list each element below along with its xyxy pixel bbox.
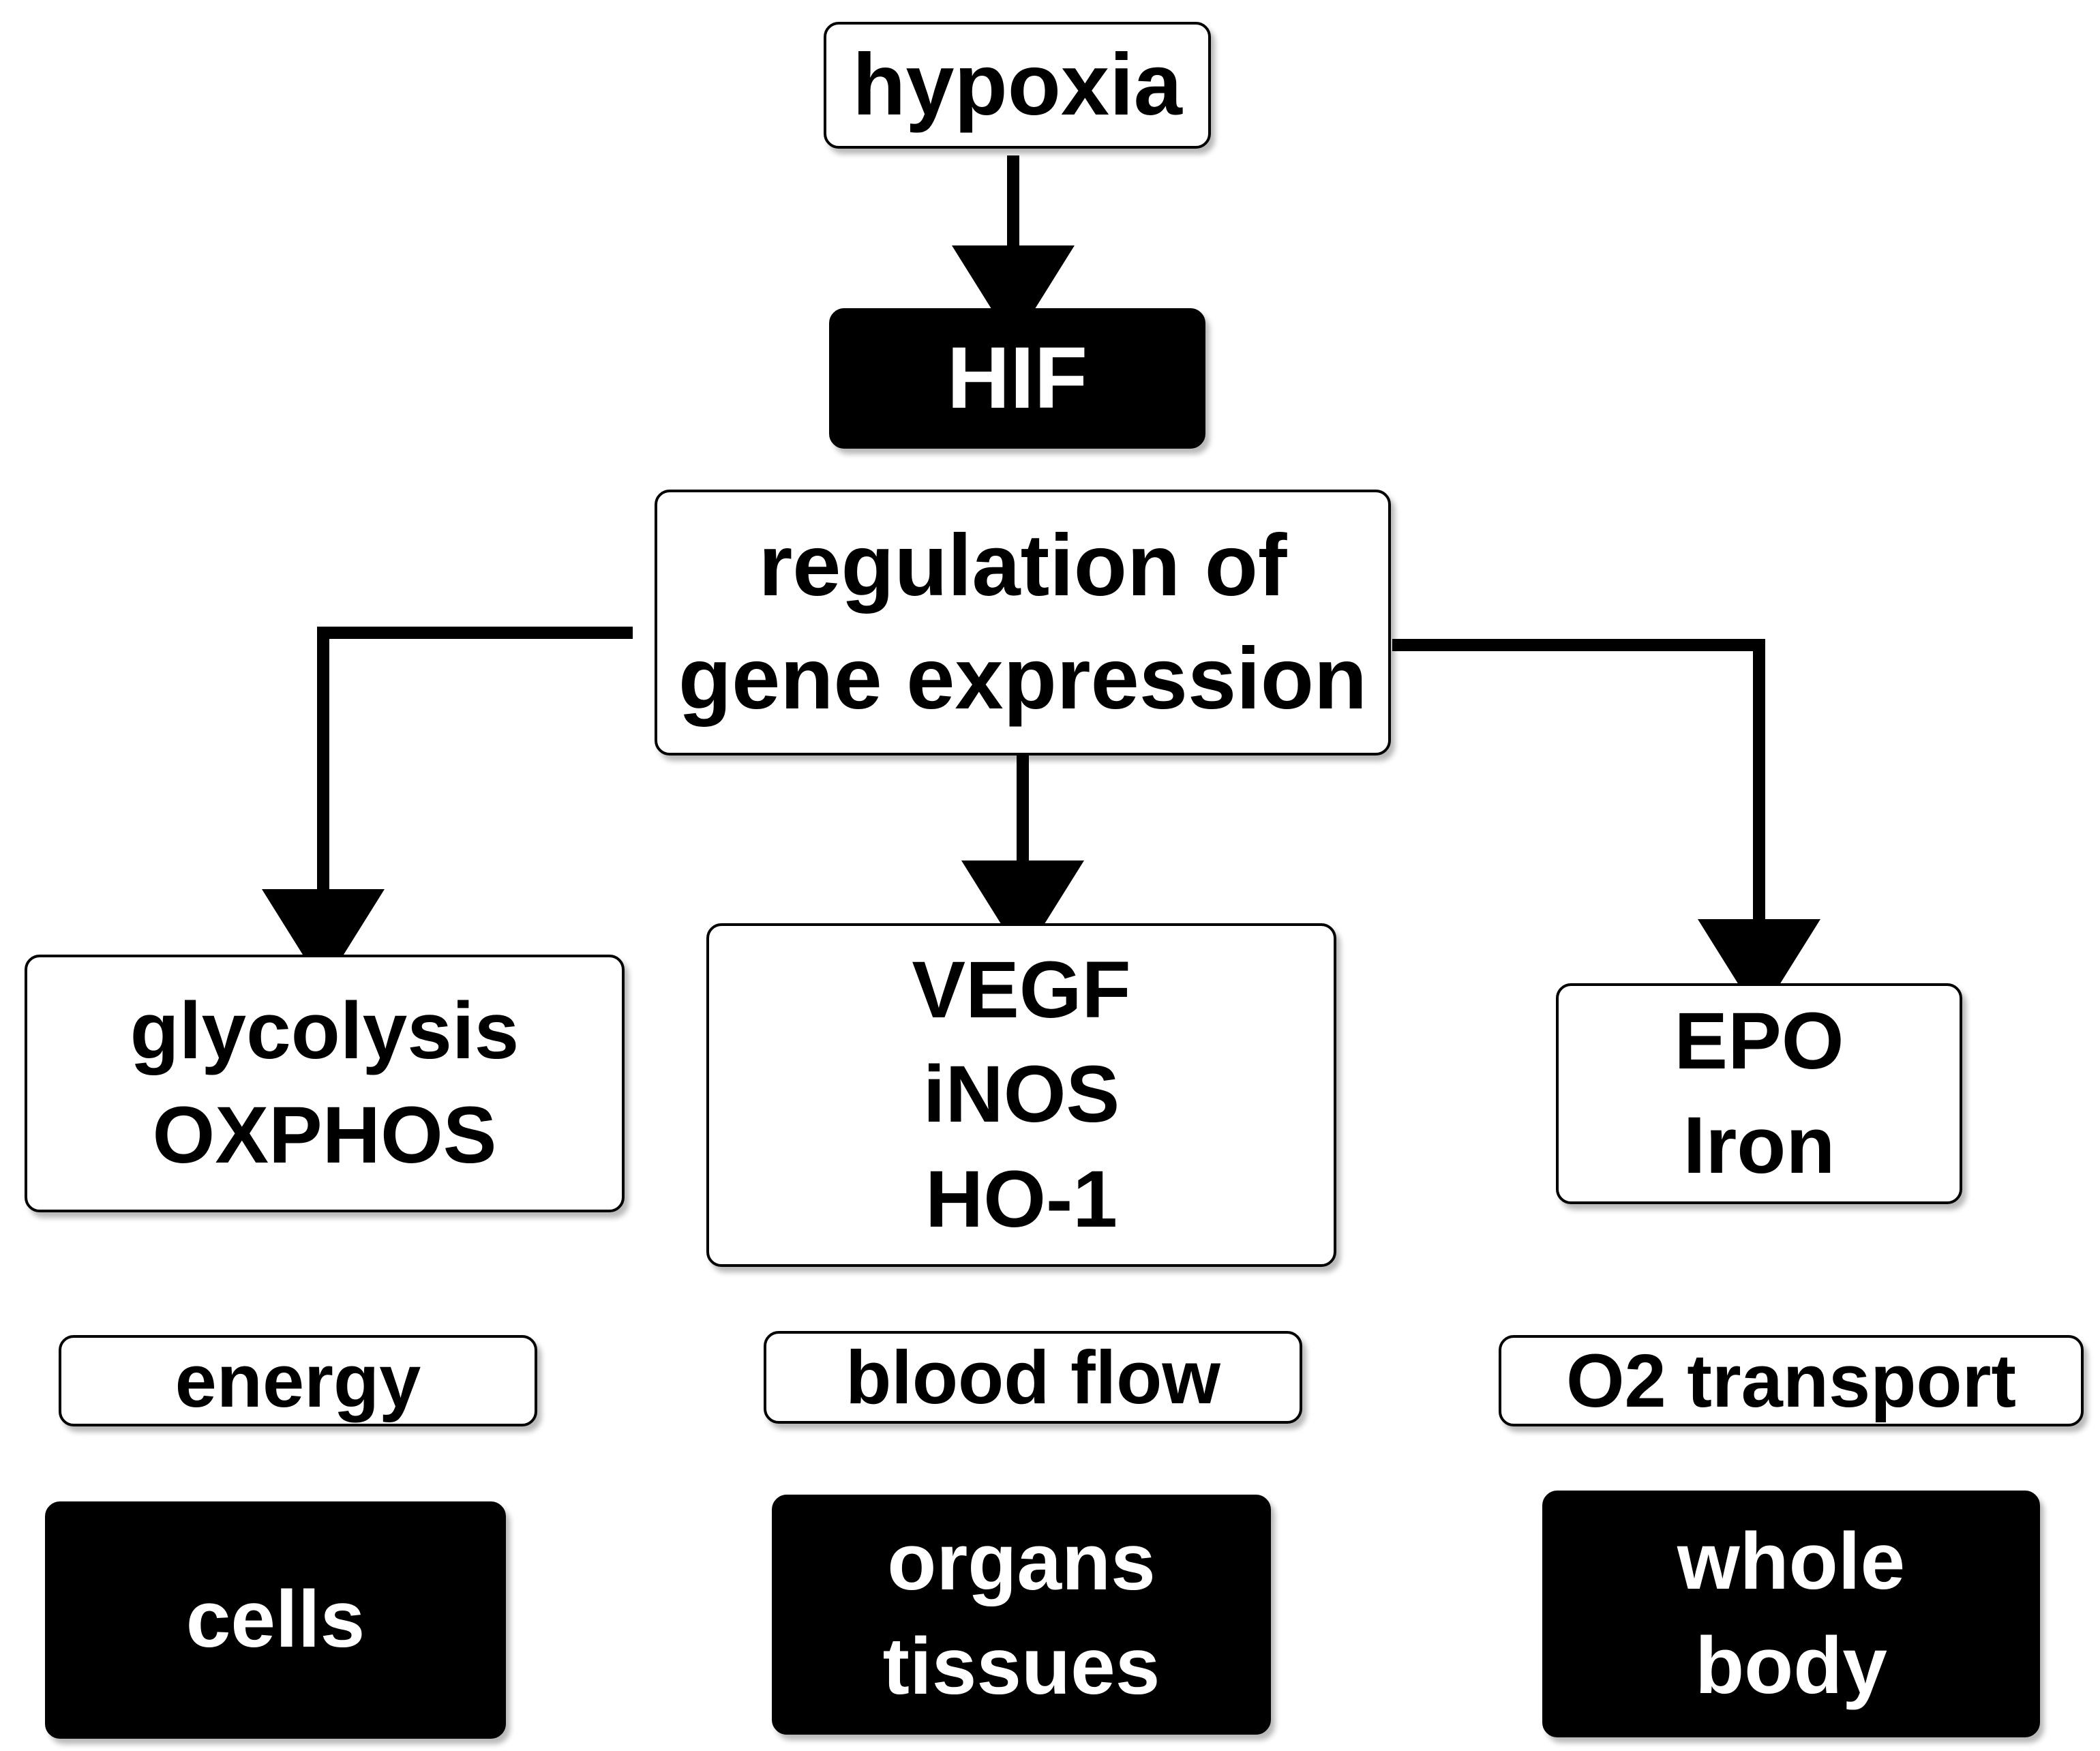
target-item: iNOS (922, 1049, 1120, 1140)
target-item: OXPHOS (152, 1090, 497, 1180)
level-text: cells (185, 1574, 365, 1665)
level-text: organs (887, 1516, 1156, 1607)
target-item: EPO (1674, 996, 1844, 1086)
level-organs-tissues-node: organs tissues (772, 1495, 1271, 1735)
gene-regulation-line-1: regulation of (758, 516, 1287, 614)
function-blood-flow-label: blood flow (764, 1331, 1302, 1424)
gene-regulation-node: regulation of gene expression (655, 490, 1391, 755)
level-text: whole (1677, 1516, 1906, 1606)
arrow-regulation-to-metabolism (262, 627, 633, 987)
vascular-targets-node: VEGF iNOS HO-1 (706, 923, 1336, 1267)
level-text: tissues (882, 1621, 1160, 1711)
oxygen-targets-node: EPO Iron (1556, 983, 1962, 1204)
function-text: O2 transport (1565, 1338, 2017, 1423)
target-item: VEGF (912, 944, 1131, 1035)
hif-label: HIF (946, 329, 1088, 427)
hypoxia-label: hypoxia (852, 35, 1182, 134)
level-cells-node: cells (45, 1501, 506, 1739)
target-item: HO-1 (925, 1154, 1118, 1244)
target-item: Iron (1683, 1101, 1835, 1191)
hif-node: HIF (829, 308, 1205, 449)
function-text: energy (175, 1338, 421, 1423)
function-o2-transport-label: O2 transport (1499, 1335, 2084, 1426)
function-text: blood flow (845, 1335, 1220, 1420)
level-whole-body-node: whole body (1542, 1491, 2040, 1737)
function-energy-label: energy (59, 1335, 537, 1426)
hypoxia-node: hypoxia (824, 22, 1211, 149)
metabolism-targets-node: glycolysis OXPHOS (25, 955, 625, 1212)
arrow-regulation-to-oxygen (1392, 639, 1820, 1017)
level-text: body (1695, 1621, 1887, 1711)
gene-regulation-line-2: gene expression (678, 630, 1368, 728)
target-item: glycolysis (130, 985, 520, 1076)
